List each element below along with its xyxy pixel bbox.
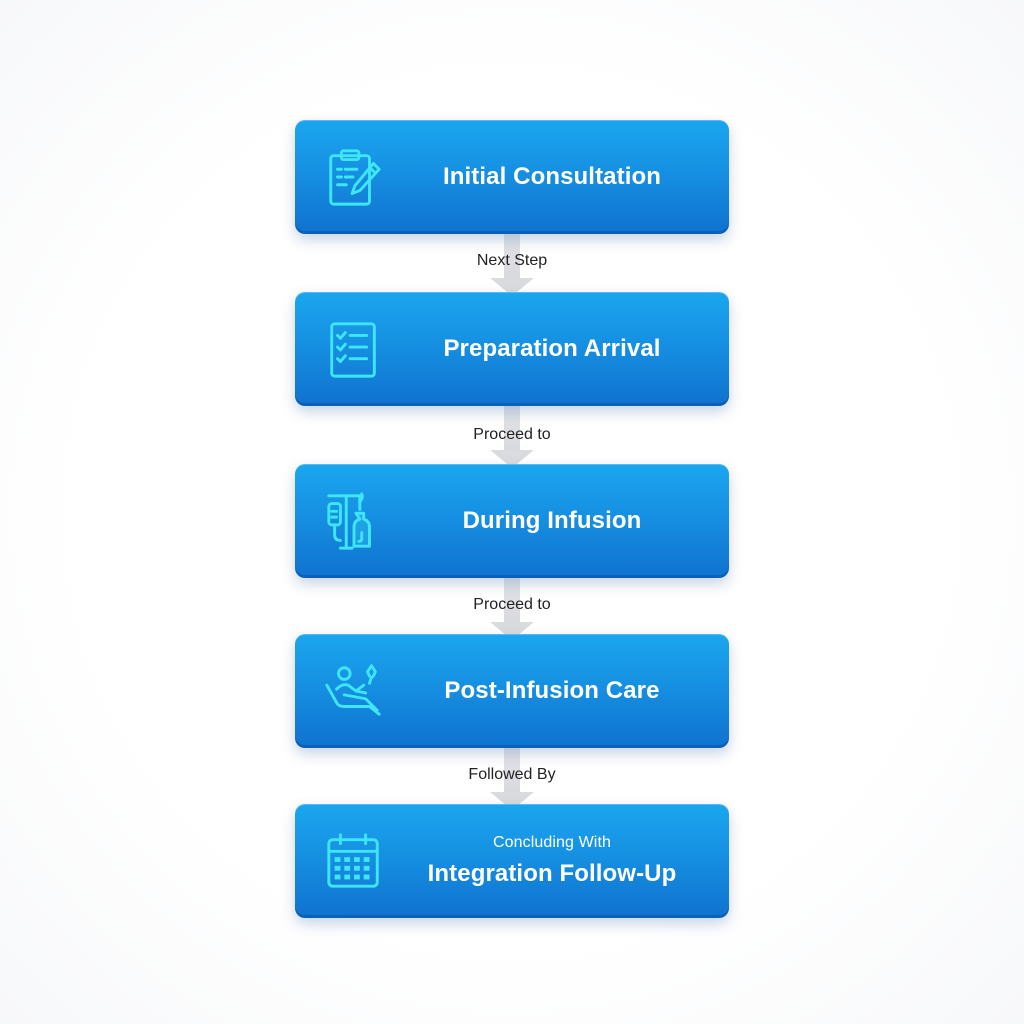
step-subtitle: Concluding With: [493, 834, 611, 851]
connector-label: Next Step: [476, 252, 548, 269]
step-title: Integration Follow-Up: [427, 860, 677, 887]
connector-stem: [504, 406, 520, 450]
connector-4: Followed By: [0, 748, 1024, 810]
reclining-patient-icon: [323, 660, 385, 722]
step-initial-consultation[interactable]: Initial Consultation: [295, 120, 729, 234]
step-title-group: Concluding With Integration Follow-Up: [395, 804, 709, 918]
step-title: During Infusion: [462, 507, 642, 534]
connector-stem: [504, 748, 520, 792]
arrow-head-icon: [490, 278, 534, 296]
arrow-head-icon: [490, 450, 534, 468]
connector-2: Proceed to: [0, 406, 1024, 468]
connector-label: Followed By: [468, 766, 556, 783]
step-title: Initial Consultation: [443, 163, 661, 190]
checklist-icon: [323, 318, 385, 380]
connector-stem: [504, 234, 520, 278]
connector-label: Proceed to: [473, 426, 551, 443]
step-post-infusion-care[interactable]: Post-Infusion Care: [295, 634, 729, 748]
step-preparation-arrival[interactable]: Preparation Arrival: [295, 292, 729, 406]
step-during-infusion[interactable]: During Infusion: [295, 464, 729, 578]
connector-label: Proceed to: [473, 596, 551, 613]
connector-stem: [504, 578, 520, 622]
iv-drip-icon: [323, 490, 385, 552]
calendar-icon: [323, 830, 385, 892]
step-title: Post-Infusion Care: [444, 677, 660, 704]
step-title: Preparation Arrival: [443, 335, 661, 362]
connector-1: Next Step: [0, 234, 1024, 296]
clipboard-pen-icon: [323, 146, 385, 208]
connector-3: Proceed to: [0, 578, 1024, 640]
step-integration-follow-up[interactable]: Concluding With Integration Follow-Up: [295, 804, 729, 918]
